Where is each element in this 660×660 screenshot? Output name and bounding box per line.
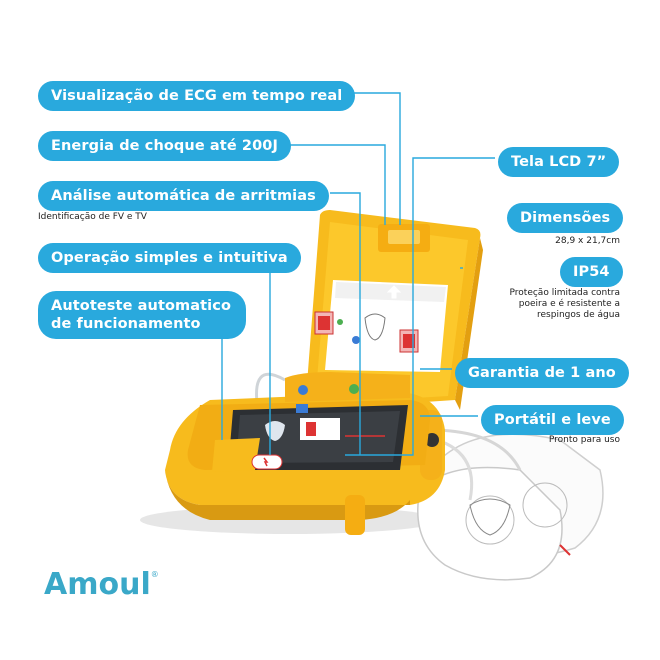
callout-portable-label: Portátil e leve — [494, 412, 611, 428]
callout-arrhythmia-analysis: Análise automática de arritmias — [38, 181, 329, 211]
callout-dimensions: Dimensões — [507, 203, 624, 233]
callout-warranty-label: Garantia de 1 ano — [468, 365, 616, 381]
callout-simple-operation: Operação simples e intuitiva — [38, 243, 301, 273]
callout-ip54-label: IP54 — [573, 264, 610, 280]
brand-logo: Amoul® — [44, 567, 159, 602]
electrode-pads — [255, 372, 604, 581]
device-base — [165, 372, 445, 535]
callout-ip54: IP54 — [560, 257, 623, 287]
callout-shock-energy: Energia de choque até 200J — [38, 131, 291, 161]
registered-mark: ® — [150, 570, 159, 579]
callout-lcd-screen-label: Tela LCD 7” — [511, 154, 607, 170]
callout-ecg-display: Visualização de ECG em tempo real — [38, 81, 356, 111]
callout-self-test: Autoteste automatico de funcionamento — [38, 291, 246, 339]
callout-portable: Portátil e leve — [481, 405, 624, 435]
portable-note: Pronto para uso — [548, 435, 620, 445]
callout-self-test-label: Autoteste automatico de funcionamento — [51, 298, 232, 332]
ip54-note: Proteção limitada contra poeira e é resi… — [509, 288, 620, 320]
dimensions-note: 28,9 x 21,7cm — [555, 236, 620, 246]
device-lid — [305, 210, 481, 410]
callout-lcd-screen: Tela LCD 7” — [498, 147, 620, 177]
callout-simple-operation-label: Operação simples e intuitiva — [51, 250, 288, 266]
arrhythmia-note: Identificação de FV e TV — [38, 212, 147, 222]
callout-arrhythmia-analysis-label: Análise automática de arritmias — [51, 188, 316, 204]
callout-shock-energy-label: Energia de choque até 200J — [51, 138, 278, 154]
brand-name: Amoul — [44, 567, 151, 602]
callout-warranty: Garantia de 1 ano — [455, 358, 629, 388]
callout-ecg-display-label: Visualização de ECG em tempo real — [51, 88, 343, 104]
callout-dimensions-label: Dimensões — [520, 210, 611, 226]
